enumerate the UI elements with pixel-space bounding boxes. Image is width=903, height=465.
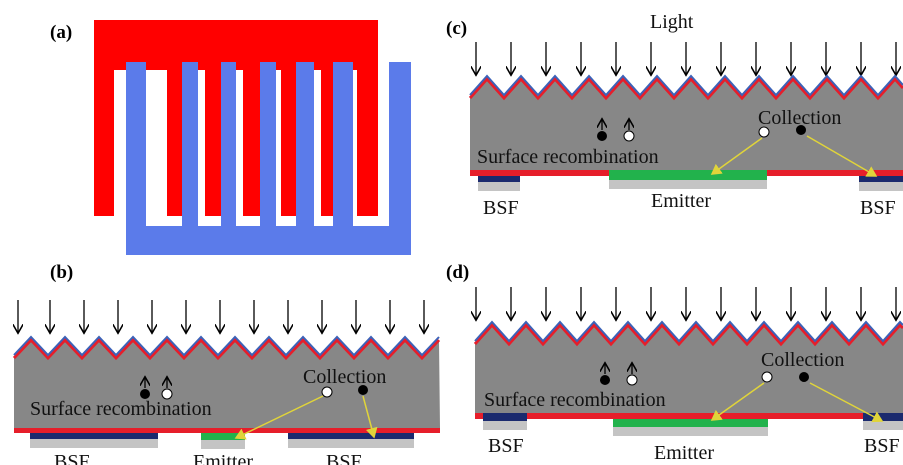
bsf-right-contact [863, 421, 903, 430]
light-arrows [476, 42, 896, 74]
bottom-comb [126, 62, 411, 255]
bsf-right [288, 433, 414, 439]
panel-d-label: (d) [446, 262, 469, 283]
texture-red [468, 76, 903, 101]
collection-label: Collection [303, 366, 386, 388]
rear-red-layer [14, 428, 440, 433]
texture-red [12, 337, 441, 361]
bsf-right-contact [288, 439, 414, 448]
bsf-right-contact [859, 182, 903, 191]
collection-label: Collection [761, 349, 844, 371]
bsf-label-left: BSF [488, 435, 524, 457]
panel-a-label: (a) [50, 22, 72, 43]
emitter [613, 419, 768, 427]
carriers [140, 378, 368, 400]
carriers [600, 364, 809, 386]
surface-recombination-label: Surface recombination [30, 398, 212, 420]
emitter-contact [613, 427, 768, 436]
emitter [201, 433, 245, 440]
bsf-left [30, 433, 158, 439]
bsf-left-contact [478, 182, 520, 191]
emitter-contact [201, 440, 245, 449]
emitter-contact [609, 180, 767, 189]
surface-recombination-label: Surface recombination [484, 389, 666, 411]
emitter-label: Emitter [654, 442, 714, 464]
bsf-label-right: BSF [864, 435, 900, 457]
light-arrows [476, 287, 896, 319]
panel-b-label: (b) [50, 262, 73, 283]
bsf-right [859, 176, 903, 182]
bsf-label-left: BSF [54, 451, 90, 465]
substrate [475, 325, 903, 413]
collection-label: Collection [758, 107, 841, 129]
carriers [597, 120, 806, 142]
panel-c: (c) Light [446, 11, 903, 219]
texture-blue [474, 320, 903, 343]
emitter-label: Emitter [193, 451, 253, 465]
light-arrows [18, 300, 424, 332]
light-label: Light [650, 11, 694, 33]
bsf-left [478, 176, 520, 182]
emitter [609, 170, 767, 180]
substrate [14, 340, 440, 428]
bsf-left-contact [483, 421, 527, 430]
surface-recombination-label: Surface recombination [477, 146, 659, 168]
substrate [470, 79, 903, 170]
texture-blue [13, 335, 440, 357]
bsf-left-contact [30, 439, 158, 448]
panel-d: (d) [446, 262, 903, 464]
bsf-label-right: BSF [860, 197, 896, 219]
bsf-left [483, 413, 527, 421]
panel-c-label: (c) [446, 18, 467, 39]
rear-red-layer [475, 413, 903, 419]
texture-blue [469, 74, 903, 97]
panel-b: (b) [12, 262, 441, 465]
texture-red [473, 322, 903, 347]
panel-a: (a) [50, 20, 411, 255]
bsf-label-right: BSF [326, 451, 362, 465]
emitter-label: Emitter [651, 190, 711, 212]
bsf-label-left: BSF [483, 197, 519, 219]
